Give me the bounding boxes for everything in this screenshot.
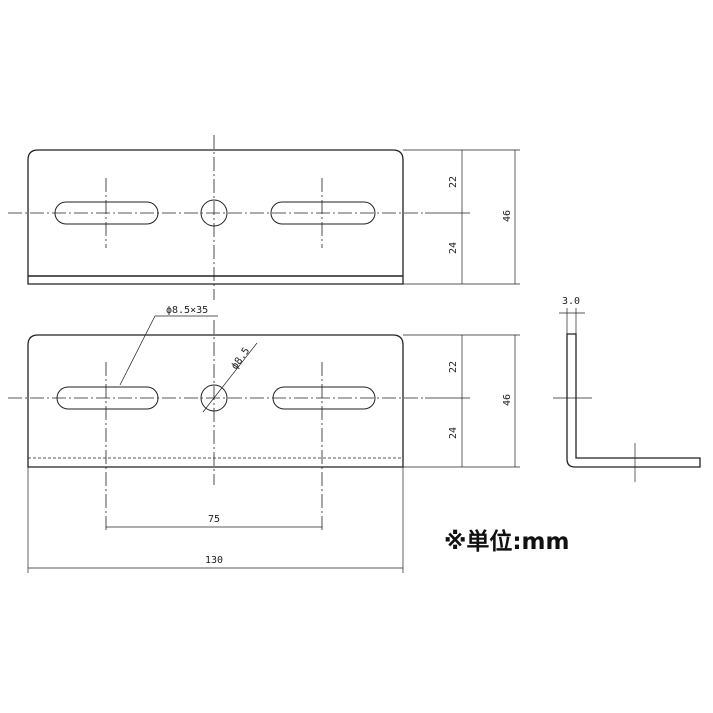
front-center-lines (8, 320, 425, 532)
front-dim-22: 22 (448, 361, 459, 373)
top-dim-24: 24 (448, 242, 459, 254)
front-dimension-lines (27, 315, 520, 573)
top-view: 22 24 46 (8, 135, 520, 300)
top-plate-outline (27, 149, 404, 285)
top-dim-46: 46 (502, 210, 513, 222)
top-center-lines (8, 135, 425, 300)
top-dim-22: 22 (448, 176, 459, 188)
top-right-slot (270, 201, 376, 225)
front-dim-24: 24 (448, 427, 459, 439)
slot-callout: ϕ8.5×35 (166, 305, 208, 316)
thickness-dim: 3.0 (562, 296, 580, 307)
dim-75: 75 (208, 514, 220, 525)
angle-profile (566, 333, 701, 468)
top-dimension-lines (403, 149, 520, 285)
dim-130: 130 (205, 555, 223, 566)
side-view: 3.0 (553, 296, 701, 482)
front-dim-46: 46 (502, 394, 513, 406)
unit-note: ※単位:mm (444, 529, 570, 555)
side-dimension-lines (553, 308, 636, 482)
front-plate-outline (27, 334, 404, 468)
hole-callout: ϕ8.5 (229, 346, 252, 372)
